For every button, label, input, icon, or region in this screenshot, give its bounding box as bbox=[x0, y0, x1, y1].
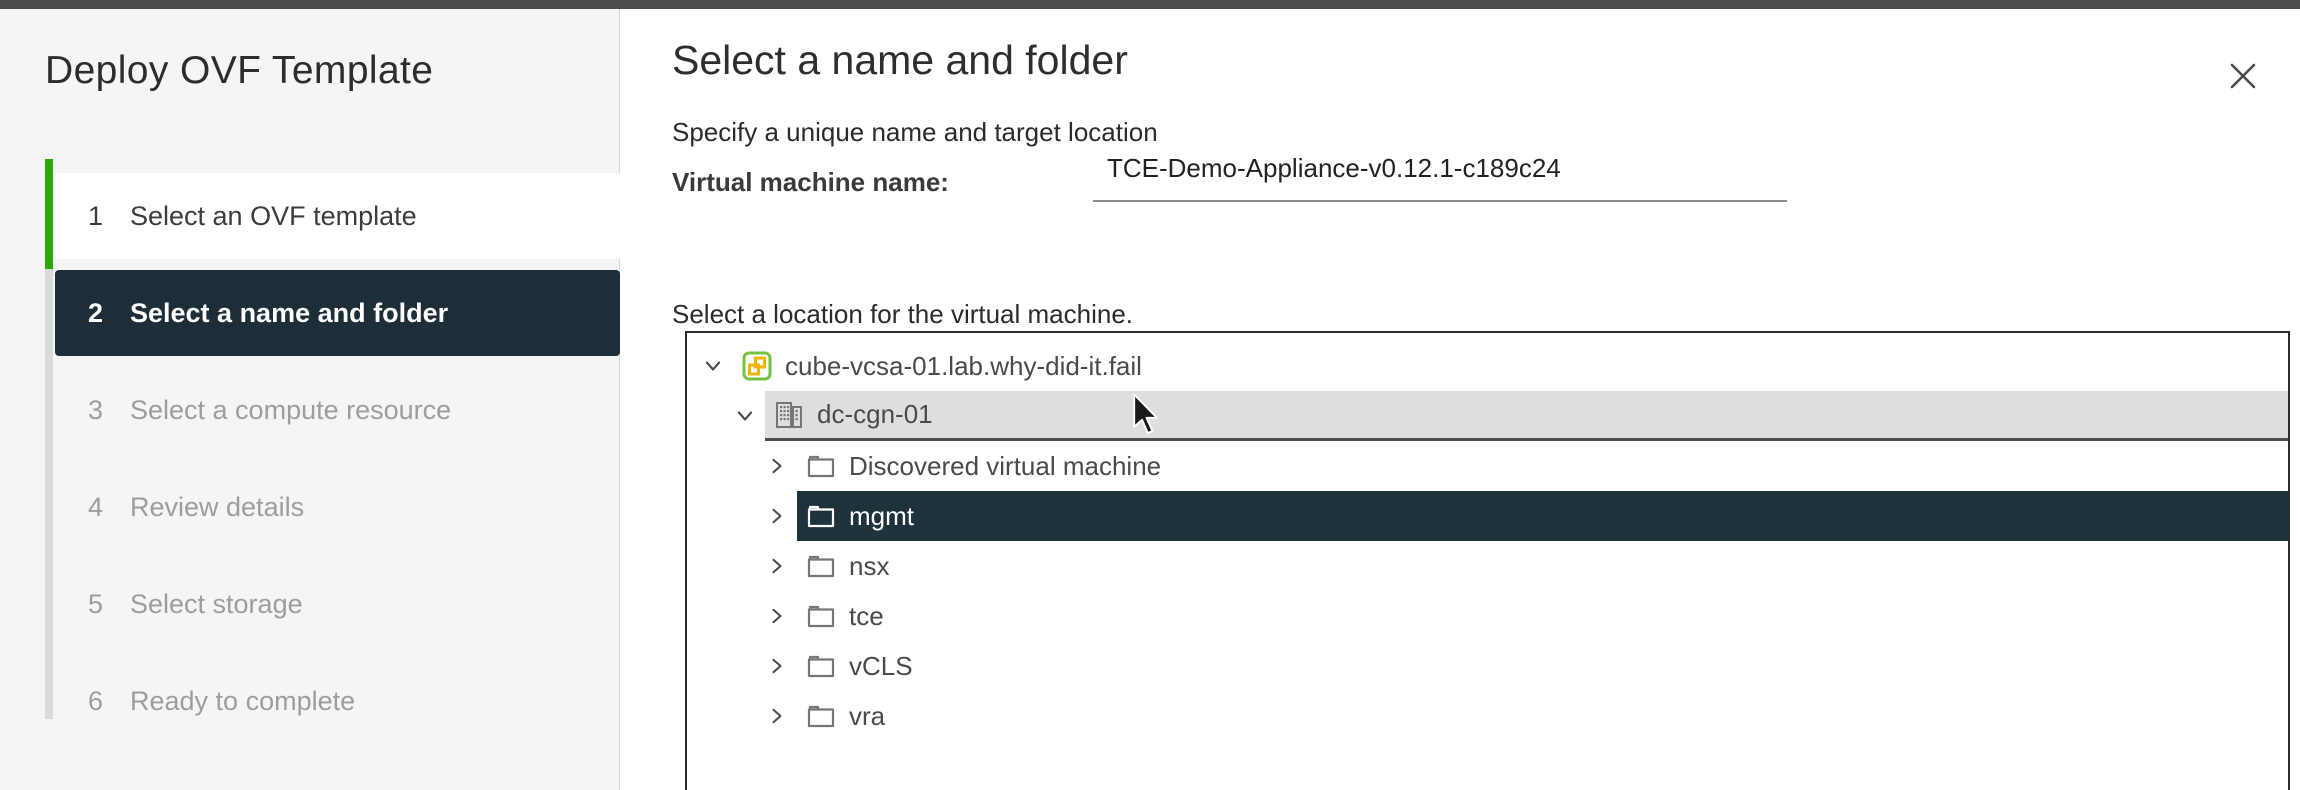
wizard-title: Deploy OVF Template bbox=[45, 49, 434, 92]
tree-row-vcenter[interactable]: cube-vcsa-01.lab.why-did-it.fail bbox=[687, 341, 2288, 391]
chevron-right-icon[interactable] bbox=[763, 591, 791, 641]
step-number: 1 bbox=[88, 200, 104, 231]
step-label: Select a name and folder bbox=[130, 297, 449, 328]
chevron-right-icon[interactable] bbox=[763, 441, 791, 491]
folder-tree: cube-vcsa-01.lab.why-did-it.fail bbox=[685, 331, 2290, 790]
step-label: Review details bbox=[130, 491, 305, 522]
tree-row-folder-selected[interactable]: mgmt bbox=[687, 491, 2288, 541]
tree-row-folder[interactable]: vCLS bbox=[687, 641, 2288, 691]
step-label: Select an OVF template bbox=[130, 200, 417, 231]
tree-row-folder[interactable]: nsx bbox=[687, 541, 2288, 591]
vm-name-label: Virtual machine name: bbox=[672, 167, 949, 197]
tree-row-datacenter[interactable]: dc-cgn-01 bbox=[687, 391, 2288, 441]
step-description: Specify a unique name and target locatio… bbox=[672, 117, 1158, 147]
folder-icon bbox=[805, 500, 837, 532]
step-label: Select storage bbox=[130, 588, 303, 619]
tree-row-folder[interactable]: vra bbox=[687, 691, 2288, 741]
step-number: 5 bbox=[88, 588, 104, 619]
page-title: Select a name and folder bbox=[672, 37, 1128, 83]
step-number: 6 bbox=[88, 685, 104, 716]
vm-name-input[interactable] bbox=[1093, 153, 1787, 202]
window-top-edge bbox=[0, 0, 2300, 9]
step-number: 3 bbox=[88, 394, 104, 425]
step-label: Select a compute resource bbox=[130, 394, 452, 425]
tree-node-label: mgmt bbox=[849, 500, 914, 531]
tree-node-label: Discovered virtual machine bbox=[849, 450, 1162, 481]
wizard-step-4[interactable]: 4 Review details bbox=[55, 464, 620, 550]
folder-icon bbox=[805, 700, 837, 732]
chevron-right-icon[interactable] bbox=[763, 541, 791, 591]
location-instruction: Select a location for the virtual machin… bbox=[672, 299, 1134, 329]
close-button[interactable] bbox=[2226, 59, 2260, 93]
wizard-progress-rail bbox=[45, 159, 53, 719]
chevron-right-icon[interactable] bbox=[763, 691, 791, 741]
tree-node-label: vra bbox=[849, 700, 886, 731]
wizard-step-2[interactable]: 2 Select a name and folder bbox=[55, 270, 620, 356]
chevron-right-icon[interactable] bbox=[763, 641, 791, 691]
tree-node-label: cube-vcsa-01.lab.why-did-it.fail bbox=[785, 350, 1142, 381]
vcenter-icon bbox=[741, 350, 773, 382]
close-icon bbox=[2230, 63, 2256, 89]
wizard-content-pane: Select a name and folder Specify a uniqu… bbox=[621, 9, 2300, 790]
folder-icon bbox=[805, 450, 837, 482]
folder-icon bbox=[805, 550, 837, 582]
step-number: 4 bbox=[88, 491, 104, 522]
chevron-down-icon[interactable] bbox=[699, 341, 727, 391]
tree-node-label: tce bbox=[849, 600, 884, 631]
tree-node-label: nsx bbox=[849, 550, 890, 581]
tree-row-folder[interactable]: tce bbox=[687, 591, 2288, 641]
wizard-step-3[interactable]: 3 Select a compute resource bbox=[55, 367, 620, 453]
datacenter-icon bbox=[773, 399, 805, 431]
chevron-down-icon[interactable] bbox=[731, 391, 759, 441]
folder-icon bbox=[805, 600, 837, 632]
wizard-step-6[interactable]: 6 Ready to complete bbox=[55, 658, 620, 744]
step-label: Ready to complete bbox=[130, 685, 356, 716]
tree-node-label: vCLS bbox=[849, 650, 913, 681]
chevron-right-icon[interactable] bbox=[763, 491, 791, 541]
tree-row-folder[interactable]: Discovered virtual machine bbox=[687, 441, 2288, 491]
wizard-progress-indicator bbox=[45, 159, 53, 269]
folder-icon bbox=[805, 650, 837, 682]
wizard-step-5[interactable]: 5 Select storage bbox=[55, 561, 620, 647]
wizard-sidebar: Deploy OVF Template 1 Select an OVF temp… bbox=[0, 9, 620, 790]
wizard-step-1[interactable]: 1 Select an OVF template bbox=[55, 173, 620, 259]
step-number: 2 bbox=[88, 297, 104, 328]
wizard-step-list: 1 Select an OVF template 2 Select a name… bbox=[55, 173, 620, 755]
tree-node-label: dc-cgn-01 bbox=[817, 399, 933, 429]
